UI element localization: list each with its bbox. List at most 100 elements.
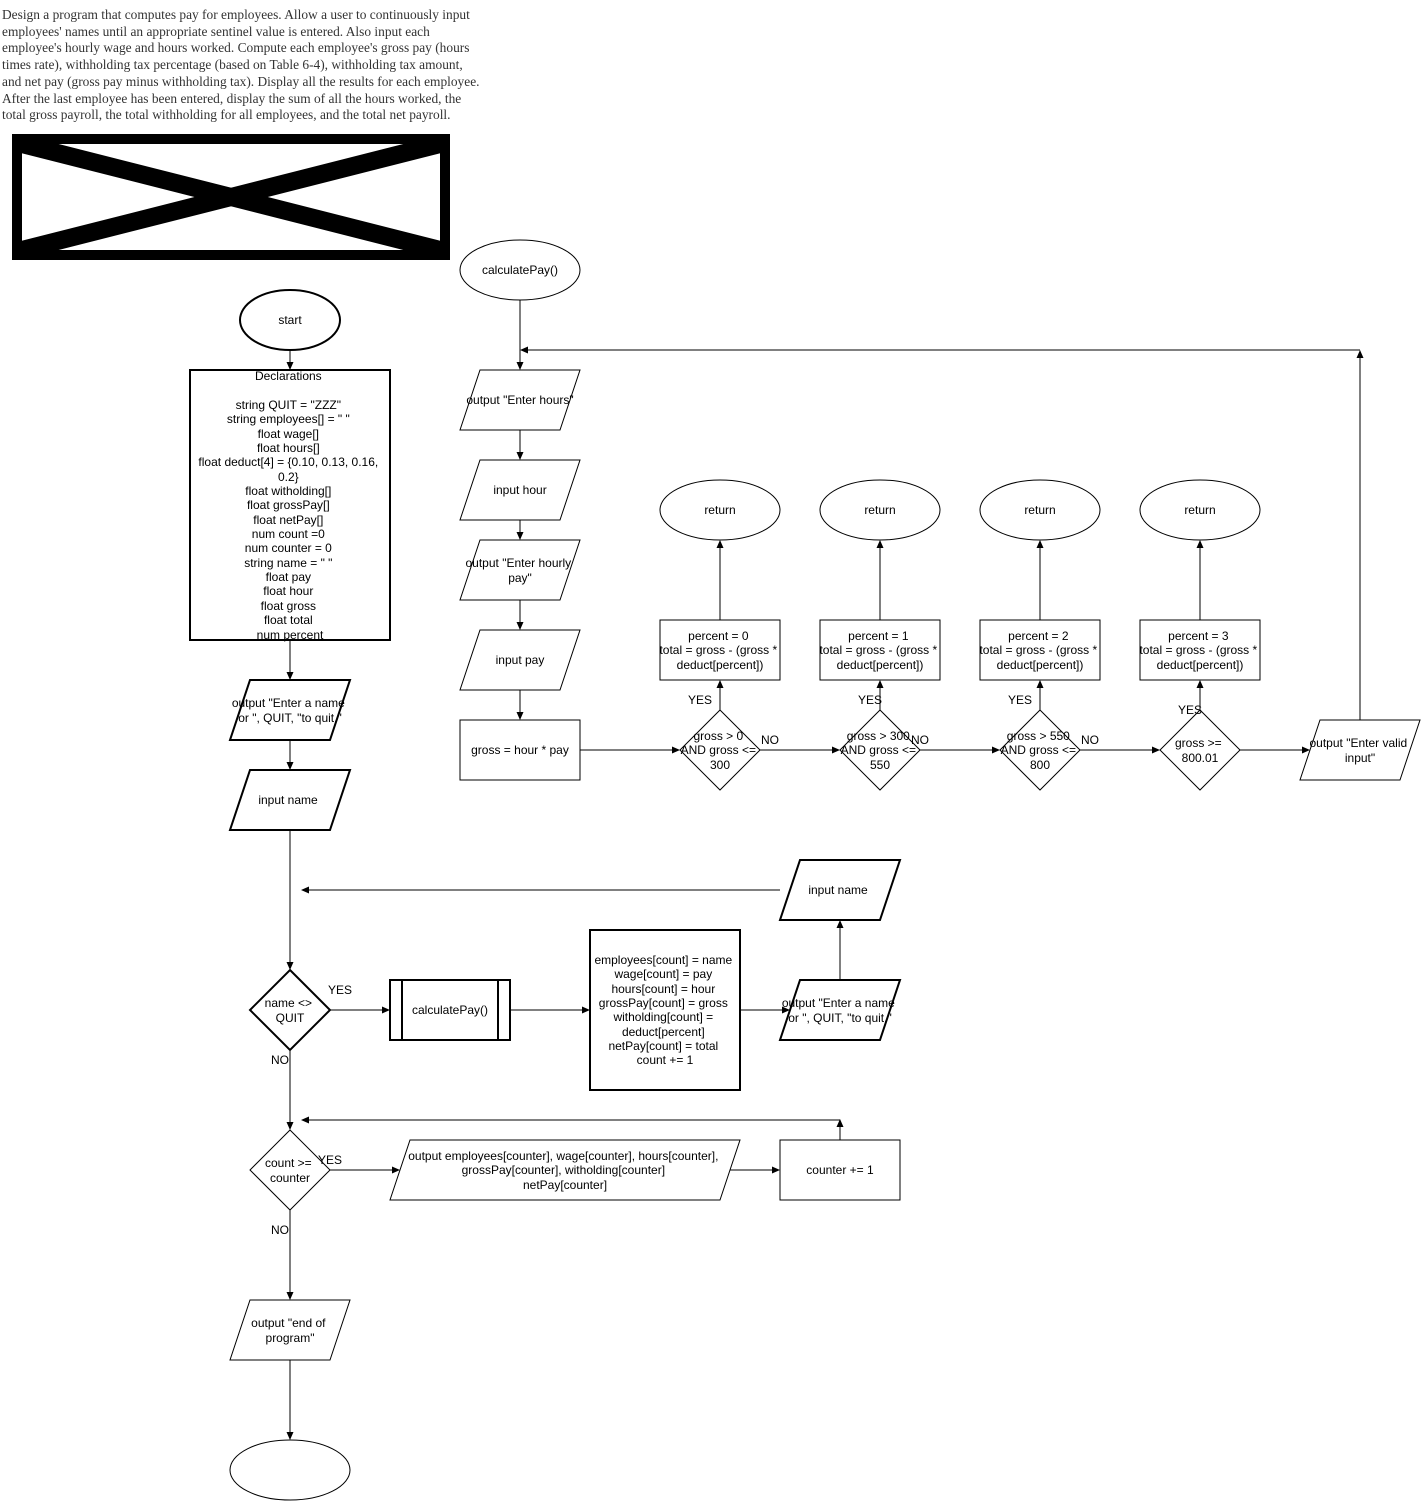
return-label: return	[864, 503, 895, 517]
percent-action-text: percent = 3 total = gross - (gross * ded…	[1139, 629, 1260, 672]
counter-decision: count >= counter YES NO	[249, 1129, 342, 1237]
condition-text: gross >= 800.01	[1175, 736, 1225, 765]
declaration-line: float grossPay[]	[247, 498, 330, 512]
enter-pay-text: output "Enter hourly pay"	[466, 556, 575, 585]
condition-decision: gross > 300 AND gross <= 550	[839, 709, 921, 791]
declaration-line: float wage[]	[258, 427, 319, 441]
description-line: total gross payroll, the total withholdi…	[2, 107, 451, 123]
prompt-name-text: output "Enter a name or ", QUIT, "to qui…	[232, 696, 348, 725]
output-end: output "end of program"	[229, 1299, 351, 1361]
input-name-loop-box: input name	[778, 859, 902, 921]
quit-decision: name <> QUIT YES NO	[248, 968, 352, 1067]
store-values-text: employees[count] = name wage[count] = pa…	[594, 953, 735, 1067]
declaration-line: 0.2}	[278, 470, 299, 484]
connectors-sub	[516, 300, 1364, 754]
enter-hours-output: output "Enter hours"	[459, 369, 581, 431]
return-label: return	[1184, 503, 1215, 517]
description-line: and net pay (gross pay minus withholding…	[2, 73, 480, 89]
input-name-text: input name	[258, 793, 318, 807]
counter-decision-text: count >= counter	[265, 1156, 315, 1185]
quit-decision-text: name <> QUIT	[265, 996, 316, 1025]
no-label: NO	[271, 1053, 289, 1067]
condition-decision: gross > 550 AND gross <= 800	[999, 709, 1081, 791]
return-terminal: return	[819, 479, 941, 541]
declaration-line: float witholding[]	[245, 484, 331, 498]
enter-pay-output: output "Enter hourly pay"	[459, 539, 581, 601]
percent-action-text: percent = 1 total = gross - (gross * ded…	[819, 629, 940, 672]
calculate-pay-call: calculatePay()	[389, 979, 511, 1041]
declaration-line: float gross	[261, 599, 316, 613]
increment-box: counter += 1	[779, 1139, 901, 1201]
declarations-box: Declarations string QUIT = "ZZZ" string …	[189, 369, 391, 642]
declaration-line: string employees[] = " "	[227, 412, 350, 426]
description-line: employee's hourly wage and hours worked.…	[2, 40, 470, 56]
yes-label: YES	[858, 693, 882, 707]
prompt-name-output: output "Enter a name or ", QUIT, "to qui…	[228, 679, 352, 741]
broken-image-icon	[12, 134, 450, 260]
yes-label: YES	[1008, 693, 1032, 707]
yes-label: YES	[1178, 703, 1202, 717]
declaration-line: float pay	[266, 570, 311, 584]
calculate-pay-title: calculatePay()	[482, 263, 558, 277]
condition-text: gross > 550 AND gross <= 800	[1001, 729, 1080, 772]
percent-action-text: percent = 2 total = gross - (gross * ded…	[979, 629, 1100, 672]
input-name-box: input name	[228, 769, 352, 831]
input-hour-text: input hour	[493, 483, 546, 497]
no-label: NO	[761, 733, 779, 747]
gross-calc-text: gross = hour * pay	[471, 743, 569, 757]
output-record: output employees[counter], wage[counter]…	[389, 1139, 741, 1201]
gross-calc-box: gross = hour * pay	[459, 719, 581, 781]
start-label: start	[278, 313, 302, 327]
store-values-box: employees[count] = name wage[count] = pa…	[589, 929, 741, 1091]
invalid-input-output: output "Enter valid input"	[1299, 719, 1421, 781]
prompt-name-loop-output: output "Enter a name or ", QUIT, "to qui…	[778, 979, 902, 1041]
calculate-pay-call-text: calculatePay()	[412, 1003, 488, 1017]
enter-hours-text: output "Enter hours"	[466, 393, 573, 407]
percent-action-text: percent = 0 total = gross - (gross * ded…	[659, 629, 780, 672]
yes-label: YES	[318, 1153, 342, 1167]
declaration-line: string name = " "	[244, 556, 332, 570]
return-terminal: return	[979, 479, 1101, 541]
description-line: After the last employee has been entered…	[2, 90, 462, 106]
return-label: return	[1024, 503, 1055, 517]
no-label: NO	[1081, 733, 1099, 747]
return-terminal: return	[659, 479, 781, 541]
declaration-line: float total	[264, 613, 313, 627]
declaration-line: num count =0	[252, 527, 325, 541]
prompt-name-loop-text: output "Enter a name or ", QUIT, "to qui…	[782, 996, 898, 1025]
no-label: NO	[911, 733, 929, 747]
input-name-loop-text: input name	[808, 883, 868, 897]
yes-label: YES	[688, 693, 712, 707]
percent-action-box: percent = 1 total = gross - (gross * ded…	[819, 619, 941, 681]
connectors-main	[286, 349, 844, 1440]
declaration-line: num percent	[257, 628, 324, 642]
no-label: NO	[271, 1223, 289, 1237]
description-line: employees' names until an appropriate se…	[2, 23, 430, 39]
declaration-line: Declarations	[255, 369, 322, 383]
return-terminal: return	[1139, 479, 1261, 541]
declaration-line: float hour	[263, 584, 313, 598]
percent-action-box: percent = 3 total = gross - (gross * ded…	[1139, 619, 1261, 681]
input-pay-box: input pay	[459, 629, 581, 691]
description-line: Design a program that computes pay for e…	[2, 7, 470, 22]
declaration-line: float deduct[4] = {0.10, 0.13, 0.16,	[198, 455, 378, 469]
declaration-line: num counter = 0	[245, 541, 332, 555]
condition-text: gross > 0 AND gross <= 300	[681, 729, 760, 772]
declarations-text: Declarations string QUIT = "ZZZ" string …	[198, 369, 381, 642]
end-terminal	[229, 1439, 351, 1501]
condition-decision: gross >= 800.01	[1159, 709, 1241, 791]
condition-decision: gross > 0 AND gross <= 300	[679, 709, 761, 791]
percent-action-box: percent = 0 total = gross - (gross * ded…	[659, 619, 781, 681]
percent-action-box: percent = 2 total = gross - (gross * ded…	[979, 619, 1101, 681]
description-line: times rate), withholding tax percentage …	[2, 57, 463, 73]
invalid-input-text: output "Enter valid input"	[1310, 736, 1411, 765]
task-description: Design a program that computes pay for e…	[2, 7, 562, 124]
declaration-line: float netPay[]	[253, 513, 323, 527]
output-end-text: output "end of program"	[251, 1316, 329, 1345]
condition-text: gross > 300 AND gross <= 550	[841, 729, 920, 772]
return-label: return	[704, 503, 735, 517]
start-terminal: start	[239, 289, 341, 351]
calculate-pay-title-terminal: calculatePay()	[459, 239, 581, 301]
declaration-line: string QUIT = "ZZZ"	[236, 398, 341, 412]
